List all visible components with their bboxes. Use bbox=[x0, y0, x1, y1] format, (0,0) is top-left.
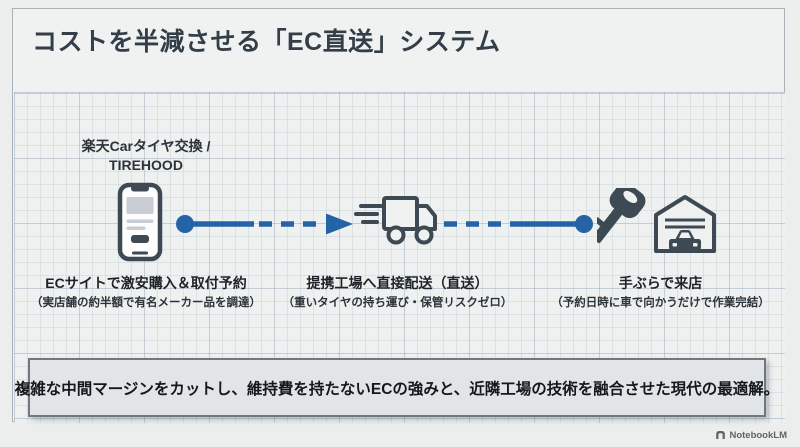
smartphone-icon bbox=[117, 182, 163, 262]
step1-app-label-line1: 楽天Carタイヤ交換 / bbox=[81, 138, 211, 154]
delivery-truck-icon bbox=[353, 191, 437, 247]
step2-subheading: （重いタイヤの持ち運び・保管リスクゼロ） bbox=[282, 297, 513, 309]
summary-text: 複雑な中間マージンをカットし、維持費を持たないECの強みと、近隣工場の技術を融合… bbox=[14, 380, 780, 398]
step3-subheading: （予約日時に車で向かうだけで作業完結） bbox=[551, 297, 770, 309]
step1-app-label: 楽天Carタイヤ交換 / TIREHOOD bbox=[20, 137, 272, 175]
step1-heading: ECサイトで激安購入＆取付予約 bbox=[45, 275, 247, 291]
garage-icon bbox=[652, 193, 718, 255]
step3-heading: 手ぶらで来店 bbox=[618, 275, 703, 291]
step1-subheading: （実店舗の約半額で有名メーカー品を調達） bbox=[31, 297, 261, 309]
car-key-icon bbox=[587, 182, 653, 258]
summary-box: 複雑な中間マージンをカットし、維持費を持たないECの強みと、近隣工場の技術を融合… bbox=[15, 358, 779, 417]
notebooklm-logo-icon bbox=[715, 430, 726, 440]
step1-app-label-line2: TIREHOOD bbox=[109, 157, 183, 173]
page-title: コストを半減させる「EC直送」システム bbox=[32, 28, 501, 56]
notebooklm-brand-label: NotebookLM bbox=[729, 429, 787, 441]
step2-heading: 提携工場へ直接配送（直送） bbox=[306, 275, 489, 291]
notebooklm-attribution: NotebookLM bbox=[715, 427, 787, 443]
